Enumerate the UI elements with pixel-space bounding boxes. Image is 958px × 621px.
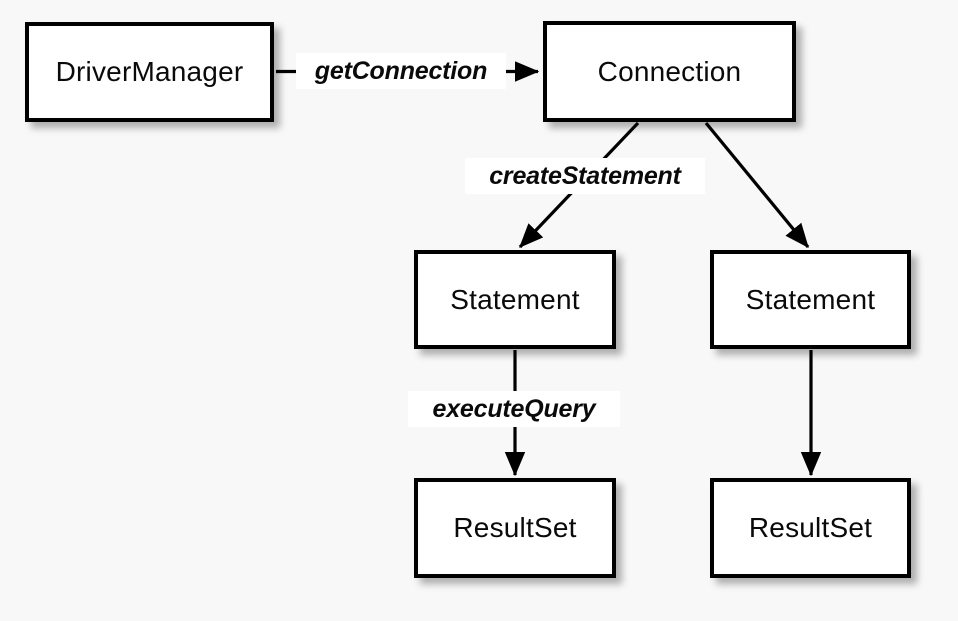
- edge-create-statement-2: [704, 121, 810, 249]
- node-label: ResultSet: [453, 512, 577, 543]
- edge-label-get-connection: getConnection: [296, 53, 506, 89]
- node-label: Statement: [745, 283, 876, 315]
- node-label: DriverManager: [55, 56, 244, 87]
- node-label: ResultSet: [748, 512, 873, 543]
- node-statement-left[interactable]: Statement: [414, 250, 616, 349]
- edge-label-create-statement: createStatement: [465, 158, 705, 194]
- node-label: Statement: [450, 283, 580, 315]
- node-label: Connection: [597, 55, 742, 87]
- node-statement-right[interactable]: Statement: [710, 250, 911, 349]
- node-resultset-right[interactable]: ResultSet: [710, 478, 911, 578]
- node-resultset-left[interactable]: ResultSet: [414, 478, 616, 578]
- node-connection[interactable]: Connection: [543, 21, 796, 122]
- node-driver-manager[interactable]: DriverManager: [25, 22, 274, 122]
- edge-label-execute-query: executeQuery: [408, 391, 620, 427]
